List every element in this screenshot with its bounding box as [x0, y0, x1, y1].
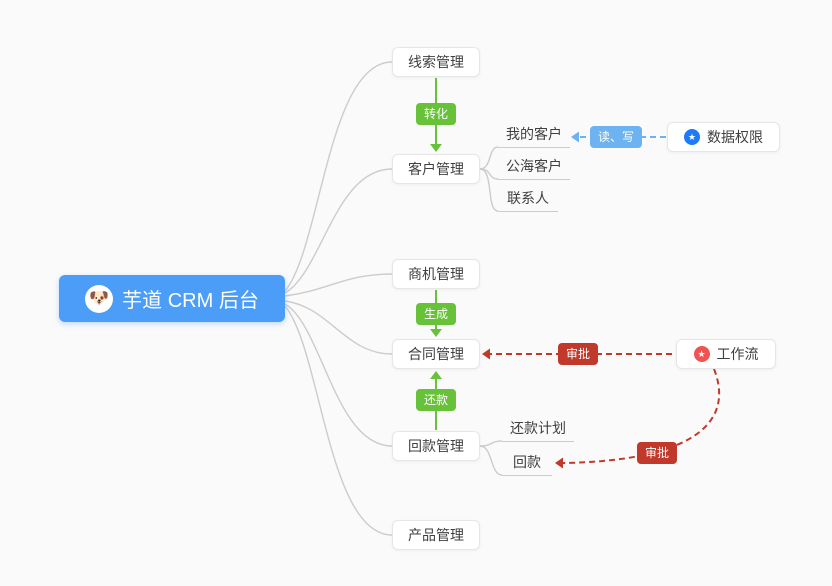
leaf-contacts: 联系人	[498, 191, 558, 212]
node-label: 合同管理	[408, 346, 464, 362]
node-contract-management: 合同管理	[392, 339, 480, 369]
link-root-customer	[284, 168, 393, 294]
arrow-approve-contract-head	[482, 348, 490, 360]
arrow-permission-head	[571, 131, 579, 143]
leaf-open-sea-customers: 公海客户	[498, 159, 570, 180]
arrow-approve-payment-head	[555, 457, 563, 469]
link-receivable-payment	[479, 445, 503, 476]
leaf-my-customers: 我的客户	[498, 127, 570, 148]
edge-label-convert: 转化	[415, 103, 457, 125]
link-root-product	[284, 305, 393, 536]
node-label: 数据权限	[707, 129, 763, 145]
leaf-payment: 回款	[502, 455, 552, 476]
arrow-generate-head	[430, 329, 442, 337]
leaf-repayment-plan: 还款计划	[502, 421, 574, 442]
node-label: 工作流	[716, 346, 759, 362]
arrow-repay-head	[430, 371, 442, 379]
node-label: 回款管理	[408, 438, 464, 454]
root-node-label: 芋道 CRM 后台	[122, 290, 259, 312]
node-data-permission: ★ 数据权限	[667, 122, 780, 152]
dog-logo-icon: 🐶	[85, 284, 114, 313]
node-receivable-management: 回款管理	[392, 431, 480, 461]
node-label: 客户管理	[408, 161, 464, 177]
edge-label-read-write: 读、写	[589, 126, 643, 148]
star-icon: ★	[684, 129, 700, 145]
link-root-lead	[284, 61, 393, 292]
link-customer-opensea	[479, 168, 499, 180]
link-root-receivable	[284, 303, 393, 447]
link-root-opportunity	[284, 273, 393, 297]
node-opportunity-management: 商机管理	[392, 259, 480, 289]
link-customer-contact	[479, 168, 499, 212]
node-label: 产品管理	[408, 527, 464, 543]
dog-emoji: 🐶	[89, 289, 110, 307]
edge-label-approve-contract: 审批	[557, 343, 599, 365]
arrow-approve-payment-line	[562, 368, 720, 464]
link-customer-mycustomer	[479, 146, 499, 170]
node-workflow: ★ 工作流	[676, 339, 776, 369]
node-customer-management: 客户管理	[392, 154, 480, 184]
node-lead-management: 线索管理	[392, 47, 480, 77]
node-label: 商机管理	[408, 266, 464, 282]
arrow-convert-head	[430, 144, 442, 152]
node-label: 线索管理	[408, 54, 464, 70]
edge-label-repay: 还款	[415, 389, 457, 411]
star-icon: ★	[693, 346, 710, 362]
edge-label-approve-payment: 审批	[636, 442, 678, 464]
root-node-crm-backend: 🐶 芋道 CRM 后台	[59, 275, 285, 322]
node-product-management: 产品管理	[392, 520, 480, 550]
link-receivable-plan	[479, 440, 503, 447]
edge-label-generate: 生成	[415, 303, 457, 325]
link-root-contract	[284, 300, 393, 355]
